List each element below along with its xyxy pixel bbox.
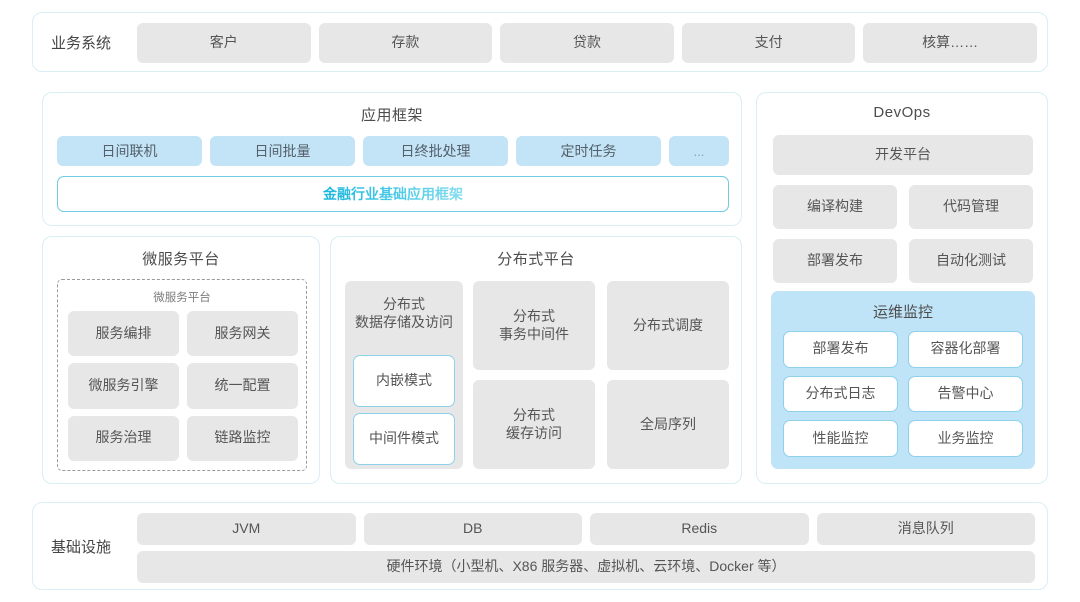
microservice-platform-panel: 微服务平台 微服务平台 服务编排 服务网关 微服务引擎 统一配置 服务治理 链路… (42, 236, 320, 484)
financial-base-framework-bar[interactable]: 金融行业基础应用框架 (57, 176, 729, 212)
distributed-item[interactable]: 分布式 事务中间件 (473, 281, 595, 370)
devops-title: DevOps (873, 104, 931, 121)
ops-monitor-item-grid: 部署发布 容器化部署 分布式日志 告警中心 性能监控 业务监控 (783, 331, 1023, 457)
distributed-platform-title: 分布式平台 (497, 251, 575, 268)
distributed-item-grid: 分布式 事务中间件 分布式调度 分布式 缓存访问 全局序列 (473, 281, 729, 469)
ops-monitor-item[interactable]: 告警中心 (908, 375, 1023, 413)
microservice-inner-dashed-box: 微服务平台 服务编排 服务网关 微服务引擎 统一配置 服务治理 链路监控 (57, 279, 307, 471)
ops-monitor-item[interactable]: 业务监控 (908, 420, 1023, 457)
ops-monitor-panel: 运维监控 部署发布 容器化部署 分布式日志 告警中心 性能监控 业务监控 (771, 291, 1035, 469)
microservice-item-grid: 服务编排 服务网关 微服务引擎 统一配置 服务治理 链路监控 (68, 311, 298, 461)
microservice-item[interactable]: 服务编排 (68, 311, 179, 357)
microservice-inner-title: 微服务平台 (153, 292, 211, 304)
business-system-item[interactable]: 贷款 (500, 23, 674, 63)
business-system-item[interactable]: 客户 (137, 23, 311, 63)
microservice-platform-title: 微服务平台 (142, 251, 220, 268)
business-system-chip-row: 客户 存款 贷款 支付 核算…… (137, 23, 1037, 63)
devops-item[interactable]: 代码管理 (909, 185, 1033, 229)
infrastructure-label: 基础设施 (51, 538, 112, 556)
business-system-panel: 业务系统 客户 存款 贷款 支付 核算…… (32, 12, 1048, 72)
distributed-item[interactable]: 分布式 缓存访问 (473, 380, 595, 469)
app-framework-tag[interactable]: 日间联机 (57, 136, 202, 166)
app-framework-title: 应用框架 (360, 107, 423, 124)
devops-item[interactable]: 部署发布 (773, 239, 897, 283)
infrastructure-item[interactable]: Redis (590, 513, 809, 545)
distributed-data-storage-title: 分布式 数据存储及访问 (355, 296, 453, 331)
business-system-item[interactable]: 支付 (681, 23, 856, 63)
app-framework-panel: 应用框架 日间联机 日间批量 日终批处理 定时任务 ... 金融行业基础应用框架 (42, 92, 742, 226)
app-framework-tag-row: 日间联机 日间批量 日终批处理 定时任务 ... (57, 136, 729, 166)
distributed-storage-mode[interactable]: 中间件模式 (353, 413, 455, 465)
distributed-data-storage-box[interactable]: 分布式 数据存储及访问 内嵌模式 中间件模式 (345, 281, 463, 469)
devops-item[interactable]: 自动化测试 (909, 239, 1033, 283)
business-system-label: 业务系统 (51, 34, 112, 52)
infrastructure-item[interactable]: JVM (137, 513, 356, 545)
devops-item-grid: 编译构建 代码管理 部署发布 自动化测试 (773, 185, 1033, 283)
microservice-item[interactable]: 服务网关 (187, 311, 298, 357)
microservice-item[interactable]: 链路监控 (187, 415, 298, 461)
ops-monitor-item[interactable]: 部署发布 (783, 331, 898, 368)
microservice-item[interactable]: 微服务引擎 (68, 363, 179, 409)
app-framework-tag[interactable]: 日终批处理 (363, 136, 508, 166)
devops-platform-item[interactable]: 开发平台 (773, 135, 1033, 175)
devops-panel: DevOps 开发平台 编译构建 代码管理 部署发布 自动化测试 运维监控 部署… (756, 92, 1048, 484)
ops-monitor-item[interactable]: 性能监控 (783, 420, 898, 457)
distributed-item[interactable]: 全局序列 (607, 380, 729, 469)
infrastructure-panel: 基础设施 JVM DB Redis 消息队列 硬件环境（小型机、X86 服务器、… (32, 502, 1048, 590)
microservice-item[interactable]: 统一配置 (187, 363, 298, 409)
infrastructure-item[interactable]: DB (363, 513, 582, 545)
hardware-environment-bar[interactable]: 硬件环境（小型机、X86 服务器、虚拟机、云环境、Docker 等） (137, 551, 1035, 583)
distributed-platform-panel: 分布式平台 分布式 数据存储及访问 内嵌模式 中间件模式 分布式 事务中间件 分… (330, 236, 742, 484)
app-framework-tag[interactable]: 定时任务 (516, 136, 661, 166)
ops-monitor-item[interactable]: 分布式日志 (783, 375, 898, 413)
ops-monitor-item[interactable]: 容器化部署 (908, 331, 1023, 368)
app-framework-tag[interactable]: 日间批量 (210, 136, 355, 166)
infrastructure-item[interactable]: 消息队列 (816, 513, 1035, 545)
financial-base-framework-label: 金融行业基础应用框架 (323, 186, 463, 202)
distributed-storage-mode[interactable]: 内嵌模式 (353, 355, 455, 407)
infrastructure-chip-row: JVM DB Redis 消息队列 (137, 513, 1035, 545)
microservice-item[interactable]: 服务治理 (68, 415, 179, 461)
business-system-item[interactable]: 核算…… (863, 23, 1037, 63)
business-system-item[interactable]: 存款 (318, 23, 493, 63)
ops-monitor-title: 运维监控 (872, 304, 933, 321)
distributed-item[interactable]: 分布式调度 (607, 281, 729, 370)
devops-item[interactable]: 编译构建 (773, 185, 897, 229)
app-framework-more-tag[interactable]: ... (669, 136, 729, 166)
